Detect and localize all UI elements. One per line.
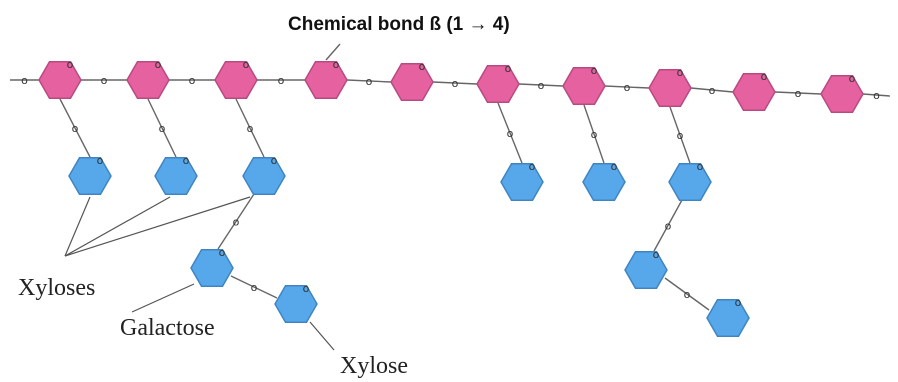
oxygen-atom: o bbox=[624, 81, 631, 94]
xylose-ring bbox=[668, 163, 712, 201]
glucose-ring bbox=[126, 61, 170, 99]
oxygen-atom: o bbox=[611, 160, 618, 173]
glycosidic-bond bbox=[664, 277, 710, 311]
glycosidic-bond bbox=[583, 104, 605, 164]
oxygen-atom: o bbox=[873, 89, 880, 102]
glycosidic-bond bbox=[432, 81, 478, 85]
oxygen-atom: o bbox=[97, 154, 104, 167]
xylose-ring bbox=[242, 157, 286, 195]
oxygen-atom: o bbox=[101, 74, 108, 87]
oxygen-atom: o bbox=[251, 281, 258, 294]
glycosidic-bond bbox=[497, 102, 523, 164]
oxygen-atom: o bbox=[677, 66, 684, 79]
label-leader-line bbox=[64, 196, 91, 257]
oxygen-atom: o bbox=[653, 248, 660, 261]
oxygen-atom: o bbox=[67, 58, 74, 71]
oxygen-atom: o bbox=[303, 282, 310, 295]
xyloses-label: Xyloses bbox=[18, 275, 95, 301]
xylose-ring bbox=[154, 157, 198, 195]
glycosidic-bond bbox=[518, 83, 564, 87]
oxygen-atom: o bbox=[278, 74, 285, 87]
oxygen-atom: o bbox=[684, 288, 691, 301]
oxygen-atom: o bbox=[419, 60, 426, 73]
glycosidic-bond bbox=[147, 98, 177, 158]
oxygen-atom: o bbox=[233, 216, 240, 229]
glycosidic-bond bbox=[690, 87, 734, 93]
xylose-ring bbox=[68, 157, 112, 195]
oxygen-atom: o bbox=[243, 58, 250, 71]
xylose-ring bbox=[706, 299, 750, 337]
oxygen-atom: o bbox=[665, 220, 672, 233]
xylose-ring bbox=[500, 163, 544, 201]
galactose-ring bbox=[190, 249, 234, 287]
glucose-ring bbox=[732, 73, 776, 111]
label-leader-line bbox=[64, 196, 171, 257]
glucose-ring bbox=[648, 69, 692, 107]
oxygen-atom: o bbox=[452, 77, 459, 90]
label-leader-line bbox=[309, 321, 335, 351]
glycosidic-bond bbox=[669, 106, 691, 164]
oxygen-atom: o bbox=[709, 84, 716, 97]
oxygen-atom: o bbox=[697, 160, 704, 173]
sugar-rings bbox=[38, 61, 864, 337]
glycosidic-bond bbox=[774, 91, 822, 95]
oxygen-atom: o bbox=[183, 154, 190, 167]
glucose-ring bbox=[214, 61, 258, 99]
xylose-ring bbox=[274, 285, 318, 323]
glucose-ring bbox=[304, 61, 348, 99]
glucose-ring bbox=[476, 65, 520, 103]
glycosidic-bond bbox=[235, 98, 265, 158]
xylose-label: Xylose bbox=[340, 353, 408, 379]
oxygen-atom: o bbox=[189, 74, 196, 87]
glucose-ring bbox=[562, 67, 606, 105]
oxygen-atom: o bbox=[538, 79, 545, 92]
glycosidic-bond bbox=[230, 275, 278, 299]
oxygen-atom: o bbox=[761, 70, 768, 83]
oxygen-atom: o bbox=[155, 58, 162, 71]
glycosidic-bond bbox=[325, 43, 341, 61]
oxygen-atom: o bbox=[219, 246, 226, 259]
oxygen-atom: o bbox=[271, 154, 278, 167]
oxygen-atom: o bbox=[849, 72, 856, 85]
glycosidic-bond bbox=[346, 79, 392, 83]
oxygen-atom: o bbox=[505, 62, 512, 75]
oxygen-atom: o bbox=[795, 87, 802, 100]
oxygen-atom: o bbox=[529, 160, 536, 173]
galactose-label: Galactose bbox=[120, 315, 215, 341]
oxygen-atom: o bbox=[591, 128, 598, 141]
glycosidic-bonds bbox=[10, 43, 891, 311]
label-leader-line bbox=[64, 196, 251, 257]
oxygen-atoms: o o o o o o o o o o o o o o o o o o o o o o o o o o o o o o o o o o o o o o o o… bbox=[21, 58, 880, 309]
oxygen-atom: o bbox=[247, 122, 254, 135]
glucose-ring bbox=[390, 63, 434, 101]
glucose-ring bbox=[820, 75, 864, 113]
glucose-ring bbox=[38, 61, 82, 99]
oxygen-atom: o bbox=[21, 74, 28, 87]
oxygen-atom: o bbox=[333, 58, 340, 71]
oxygen-atom: o bbox=[591, 64, 598, 77]
oxygen-atom: o bbox=[366, 75, 373, 88]
chemical-bond-title: Chemical bond ß (1 → 4) bbox=[288, 14, 510, 35]
glycosidic-bond bbox=[653, 199, 683, 252]
oxygen-atom: o bbox=[735, 296, 742, 309]
glycosidic-bond bbox=[59, 98, 91, 158]
glycosidic-bond bbox=[604, 85, 650, 89]
xylose-ring bbox=[582, 163, 626, 201]
label-leader-lines bbox=[64, 196, 335, 351]
oxygen-atom: o bbox=[159, 122, 166, 135]
glycosidic-bond bbox=[217, 193, 255, 250]
oxygen-atom: o bbox=[677, 129, 684, 142]
xylose-ring bbox=[624, 251, 668, 289]
label-leader-line bbox=[131, 283, 195, 313]
glycosidic-bond bbox=[862, 93, 891, 97]
oxygen-atom: o bbox=[507, 127, 514, 140]
oxygen-atom: o bbox=[72, 122, 79, 135]
